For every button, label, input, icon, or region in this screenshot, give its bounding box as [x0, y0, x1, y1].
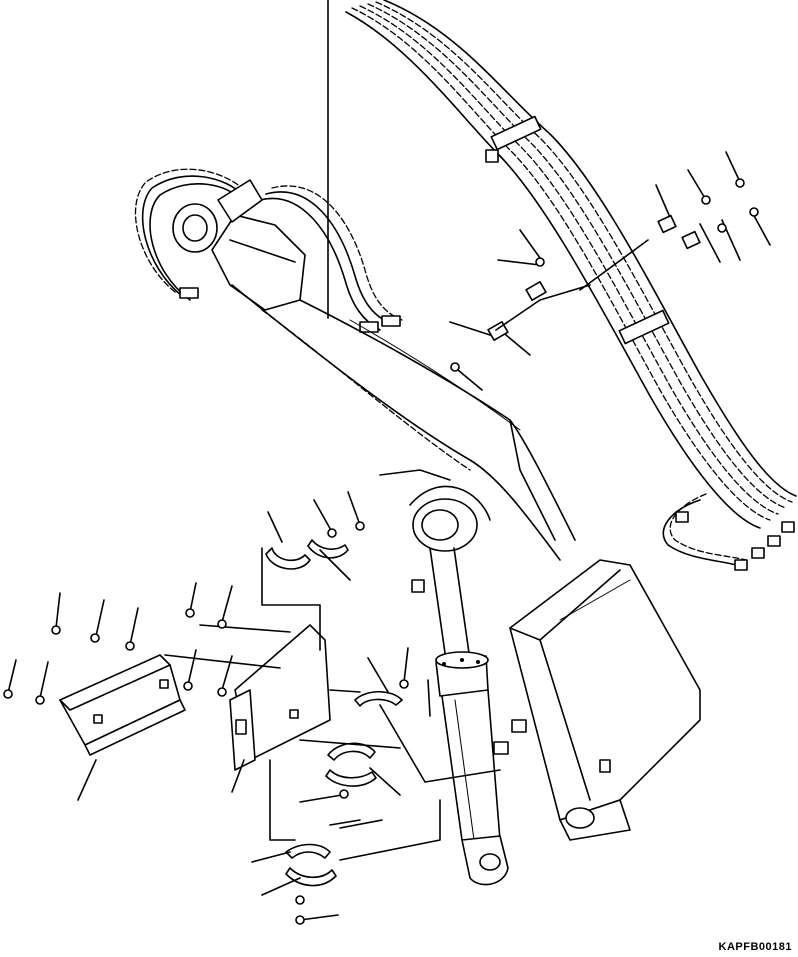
hose-clamp-block — [619, 311, 668, 344]
cylinder-port-fitting — [412, 580, 424, 592]
clamp-half — [286, 845, 330, 859]
clamp-half — [286, 868, 336, 886]
cover-plate-assembly — [60, 625, 330, 770]
hose-fitting — [782, 522, 794, 532]
cover-plate — [60, 655, 180, 745]
boom-arm — [173, 180, 575, 560]
hose-fitting — [768, 536, 780, 546]
clamp-half — [328, 743, 375, 760]
clamp-half — [266, 548, 310, 569]
hose-fitting — [735, 560, 747, 570]
drawing-code-label: KAPFB00181 — [718, 941, 792, 953]
hose-fitting — [752, 548, 764, 558]
hose-clamps — [266, 540, 402, 886]
hose-bundle-right — [346, 0, 796, 570]
hose-bundle-top-left — [136, 169, 402, 332]
hose-clamp-bolt — [486, 150, 498, 162]
hydraulic-cylinder — [410, 486, 508, 884]
cylinder-port-fitting — [494, 742, 508, 754]
hose-fitting — [676, 512, 688, 522]
bolt-callouts — [4, 152, 770, 924]
hose-fitting — [180, 288, 198, 298]
hose-fitting — [360, 322, 378, 332]
clamp-half — [308, 540, 348, 558]
routing-lines — [165, 548, 500, 860]
hose-clamp-block — [491, 117, 540, 150]
clamp-half — [355, 692, 402, 706]
clamp-half — [326, 770, 376, 786]
counterweight-box — [510, 560, 700, 840]
hose-fitting — [382, 316, 400, 326]
